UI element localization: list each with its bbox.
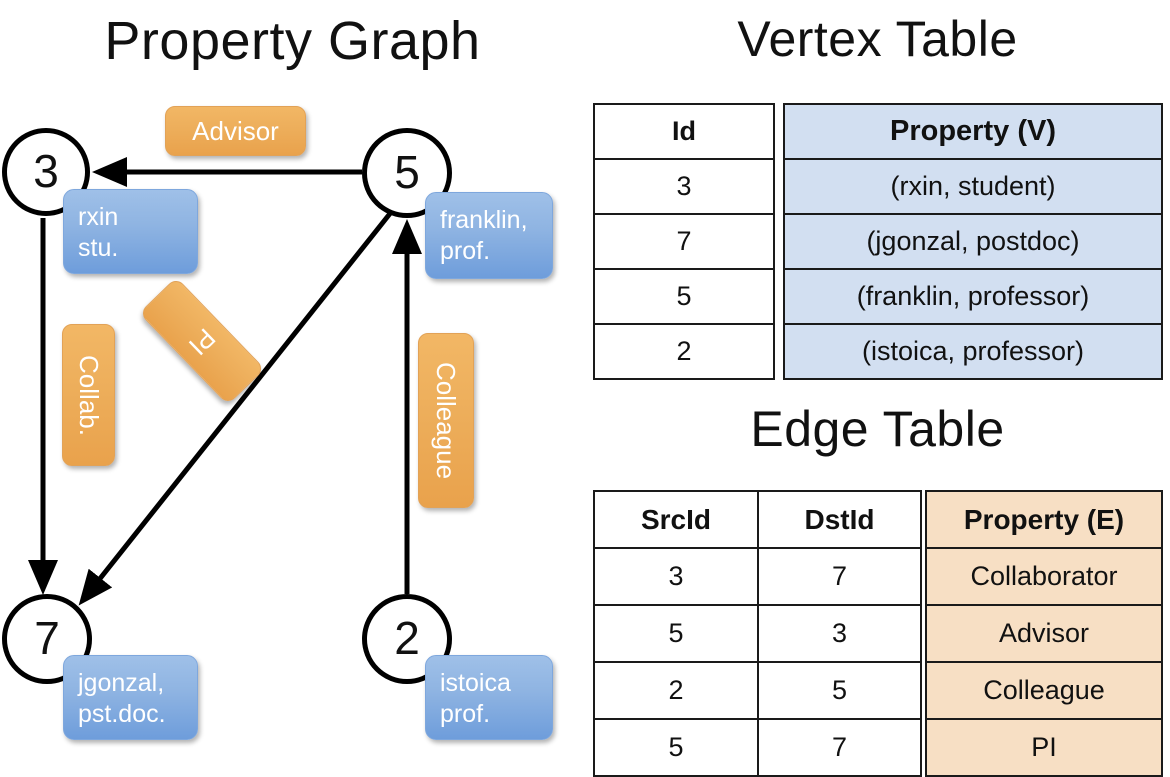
edge-table-cell-srcid: 5 [593,604,759,663]
table-header-row: SrcId DstId [593,490,922,549]
graph-node-2[interactable]: 2 [362,594,452,684]
node-property-box-7[interactable]: jgonzal, pst.doc. [63,655,198,740]
edge-label-collab[interactable]: Collab. [62,324,115,466]
vertex-table-cell-property: (franklin, professor) [783,268,1163,325]
node-property-2-line1: istoica [440,669,511,697]
edge-table-cell-dstid: 3 [757,604,922,663]
vertex-table-cell-id: 5 [593,268,775,325]
edge-table-cell-property: Collaborator [925,547,1163,606]
edge-table-cell-dstid: 5 [757,661,922,720]
graph-node-3-label: 3 [33,145,59,197]
table-row[interactable]: 2 5 [593,661,922,720]
table-row[interactable]: (franklin, professor) [783,268,1163,325]
node-property-3-line2: stu. [78,234,119,262]
table-row[interactable]: PI [925,718,1163,777]
edge-table-cell-property: Colleague [925,661,1163,720]
table-row[interactable]: (istoica, professor) [783,323,1163,380]
table-row[interactable]: 2 [593,323,775,380]
edge-table-cell-property: Advisor [925,604,1163,663]
table-row[interactable]: 3 7 [593,547,922,606]
node-property-5-line2: prof. [440,237,491,265]
table-row[interactable]: (jgonzal, postdoc) [783,213,1163,270]
node-property-7-line1: jgonzal, [78,669,165,697]
table-row[interactable]: (rxin, student) [783,158,1163,215]
table-header-row: Property (V) [783,103,1163,160]
edge-label-pi-text: PI [183,322,222,361]
page-title-property-graph: Property Graph [104,11,481,71]
edge-5-to-7-pi [78,209,394,606]
graph-node-7-label: 7 [34,612,60,664]
table-header-row: Id [593,103,775,160]
vertex-table-header-id: Id [593,103,775,160]
vertex-table-id-column: Id 3 7 5 2 [593,103,775,380]
vertex-table-cell-property: (istoica, professor) [783,323,1163,380]
table-row[interactable]: Collaborator [925,547,1163,606]
vertex-table-header-property: Property (V) [783,103,1163,160]
vertex-table-cell-property: (rxin, student) [783,158,1163,215]
edge-table-property-column: Property (E) Collaborator Advisor Collea… [925,490,1163,777]
edge-label-collab-text: Collab. [74,354,104,436]
node-property-3-line1: rxin [78,203,119,231]
table-row[interactable]: 5 3 [593,604,922,663]
vertex-table-cell-id: 2 [593,323,775,380]
edge-table-header-dstid: DstId [757,490,922,549]
node-property-7-line2: pst.doc. [78,700,166,728]
table-row[interactable]: 3 [593,158,775,215]
slide-canvas: Property Graph Vertex Table Edge Table A… [2,11,1163,777]
node-property-box-3[interactable]: rxin stu. [63,189,198,274]
graph-node-5-label: 5 [394,146,420,198]
table-row[interactable]: Colleague [925,661,1163,720]
table-row[interactable]: 7 [593,213,775,270]
vertex-table-cell-id: 7 [593,213,775,270]
edge-table-header-srcid: SrcId [593,490,759,549]
graph-node-5[interactable]: 5 [362,128,452,218]
edge-label-colleague[interactable]: Colleague [418,333,474,508]
table-row[interactable]: 5 [593,268,775,325]
table-row[interactable]: 5 7 [593,718,922,777]
edge-table-cell-srcid: 2 [593,661,759,720]
edge-table-cell-srcid: 3 [593,547,759,606]
edge-table-cell-srcid: 5 [593,718,759,777]
vertex-table-cell-id: 3 [593,158,775,215]
edge-label-advisor[interactable]: Advisor [165,106,306,156]
node-property-box-2[interactable]: istoica prof. [425,655,553,740]
edge-table-header-property: Property (E) [925,490,1163,549]
node-property-5-line1: franklin, [440,206,528,234]
vertex-table-property-column: Property (V) (rxin, student) (jgonzal, p… [783,103,1163,380]
edge-table-cell-property: PI [925,718,1163,777]
edge-table-cell-dstid: 7 [757,718,922,777]
edge-label-colleague-text: Colleague [431,361,462,480]
page-title-edge-table: Edge Table [750,401,1005,457]
edge-label-advisor-text: Advisor [192,115,279,146]
edge-table-cell-dstid: 7 [757,547,922,606]
node-property-2-line2: prof. [440,700,491,728]
table-header-row: Property (E) [925,490,1163,549]
vertex-table-cell-property: (jgonzal, postdoc) [783,213,1163,270]
table-row[interactable]: Advisor [925,604,1163,663]
edge-table-id-columns: SrcId DstId 3 7 5 3 2 5 5 7 [593,490,922,777]
node-property-box-5[interactable]: franklin, prof. [425,192,553,279]
page-title-vertex-table: Vertex Table [737,11,1018,67]
graph-edge-layer [28,157,422,606]
graph-node-2-label: 2 [394,612,420,664]
